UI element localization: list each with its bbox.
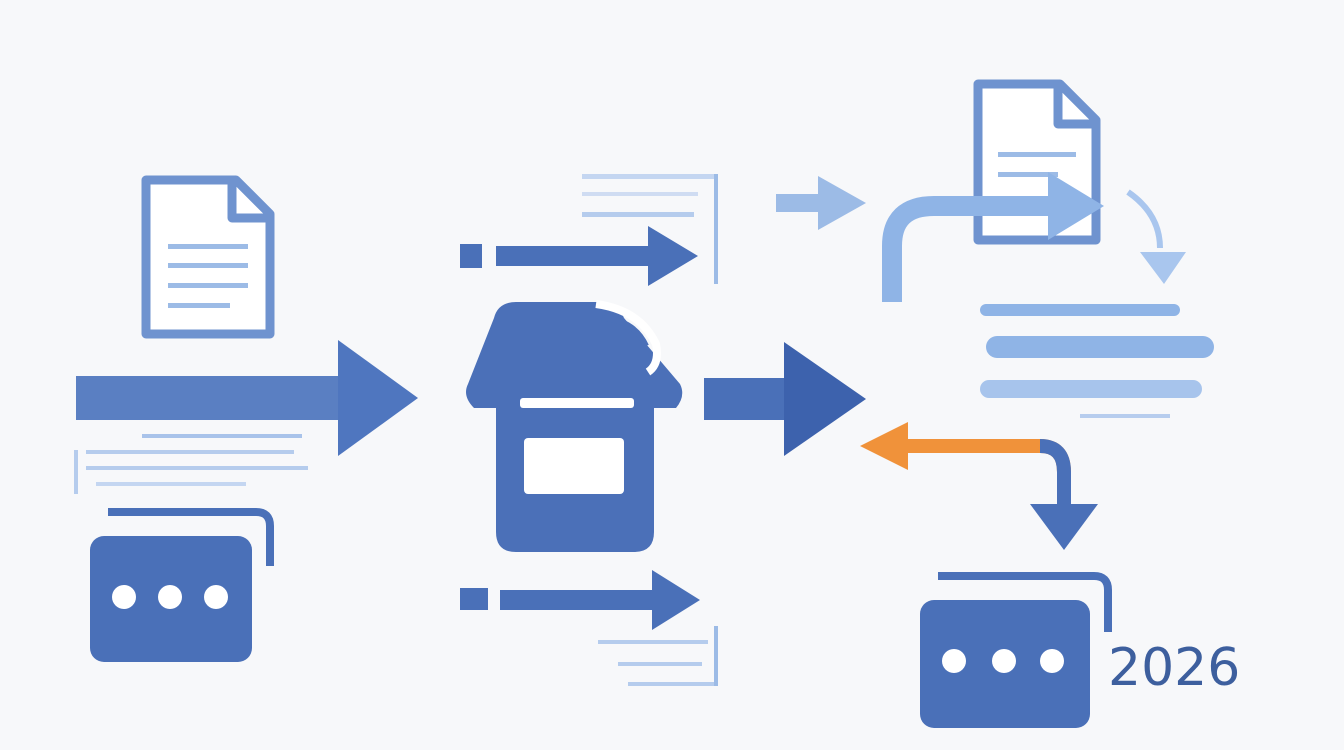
output-text-lines-icon [980,304,1214,418]
output-chat-icon [920,572,1112,728]
feedback-arrow [860,422,1098,550]
lower-flow-arrow [460,570,718,686]
source-chat-icon [90,508,274,662]
curved-forward-arrow [882,172,1186,302]
output-arrow [704,342,866,456]
source-text-lines [74,434,308,494]
processor-container-icon [466,300,683,552]
upper-flow-arrow [460,174,718,286]
input-arrow [76,340,418,456]
source-document-icon [141,175,275,339]
small-right-arrow [776,176,866,230]
year-label: 2026 [1108,638,1241,698]
